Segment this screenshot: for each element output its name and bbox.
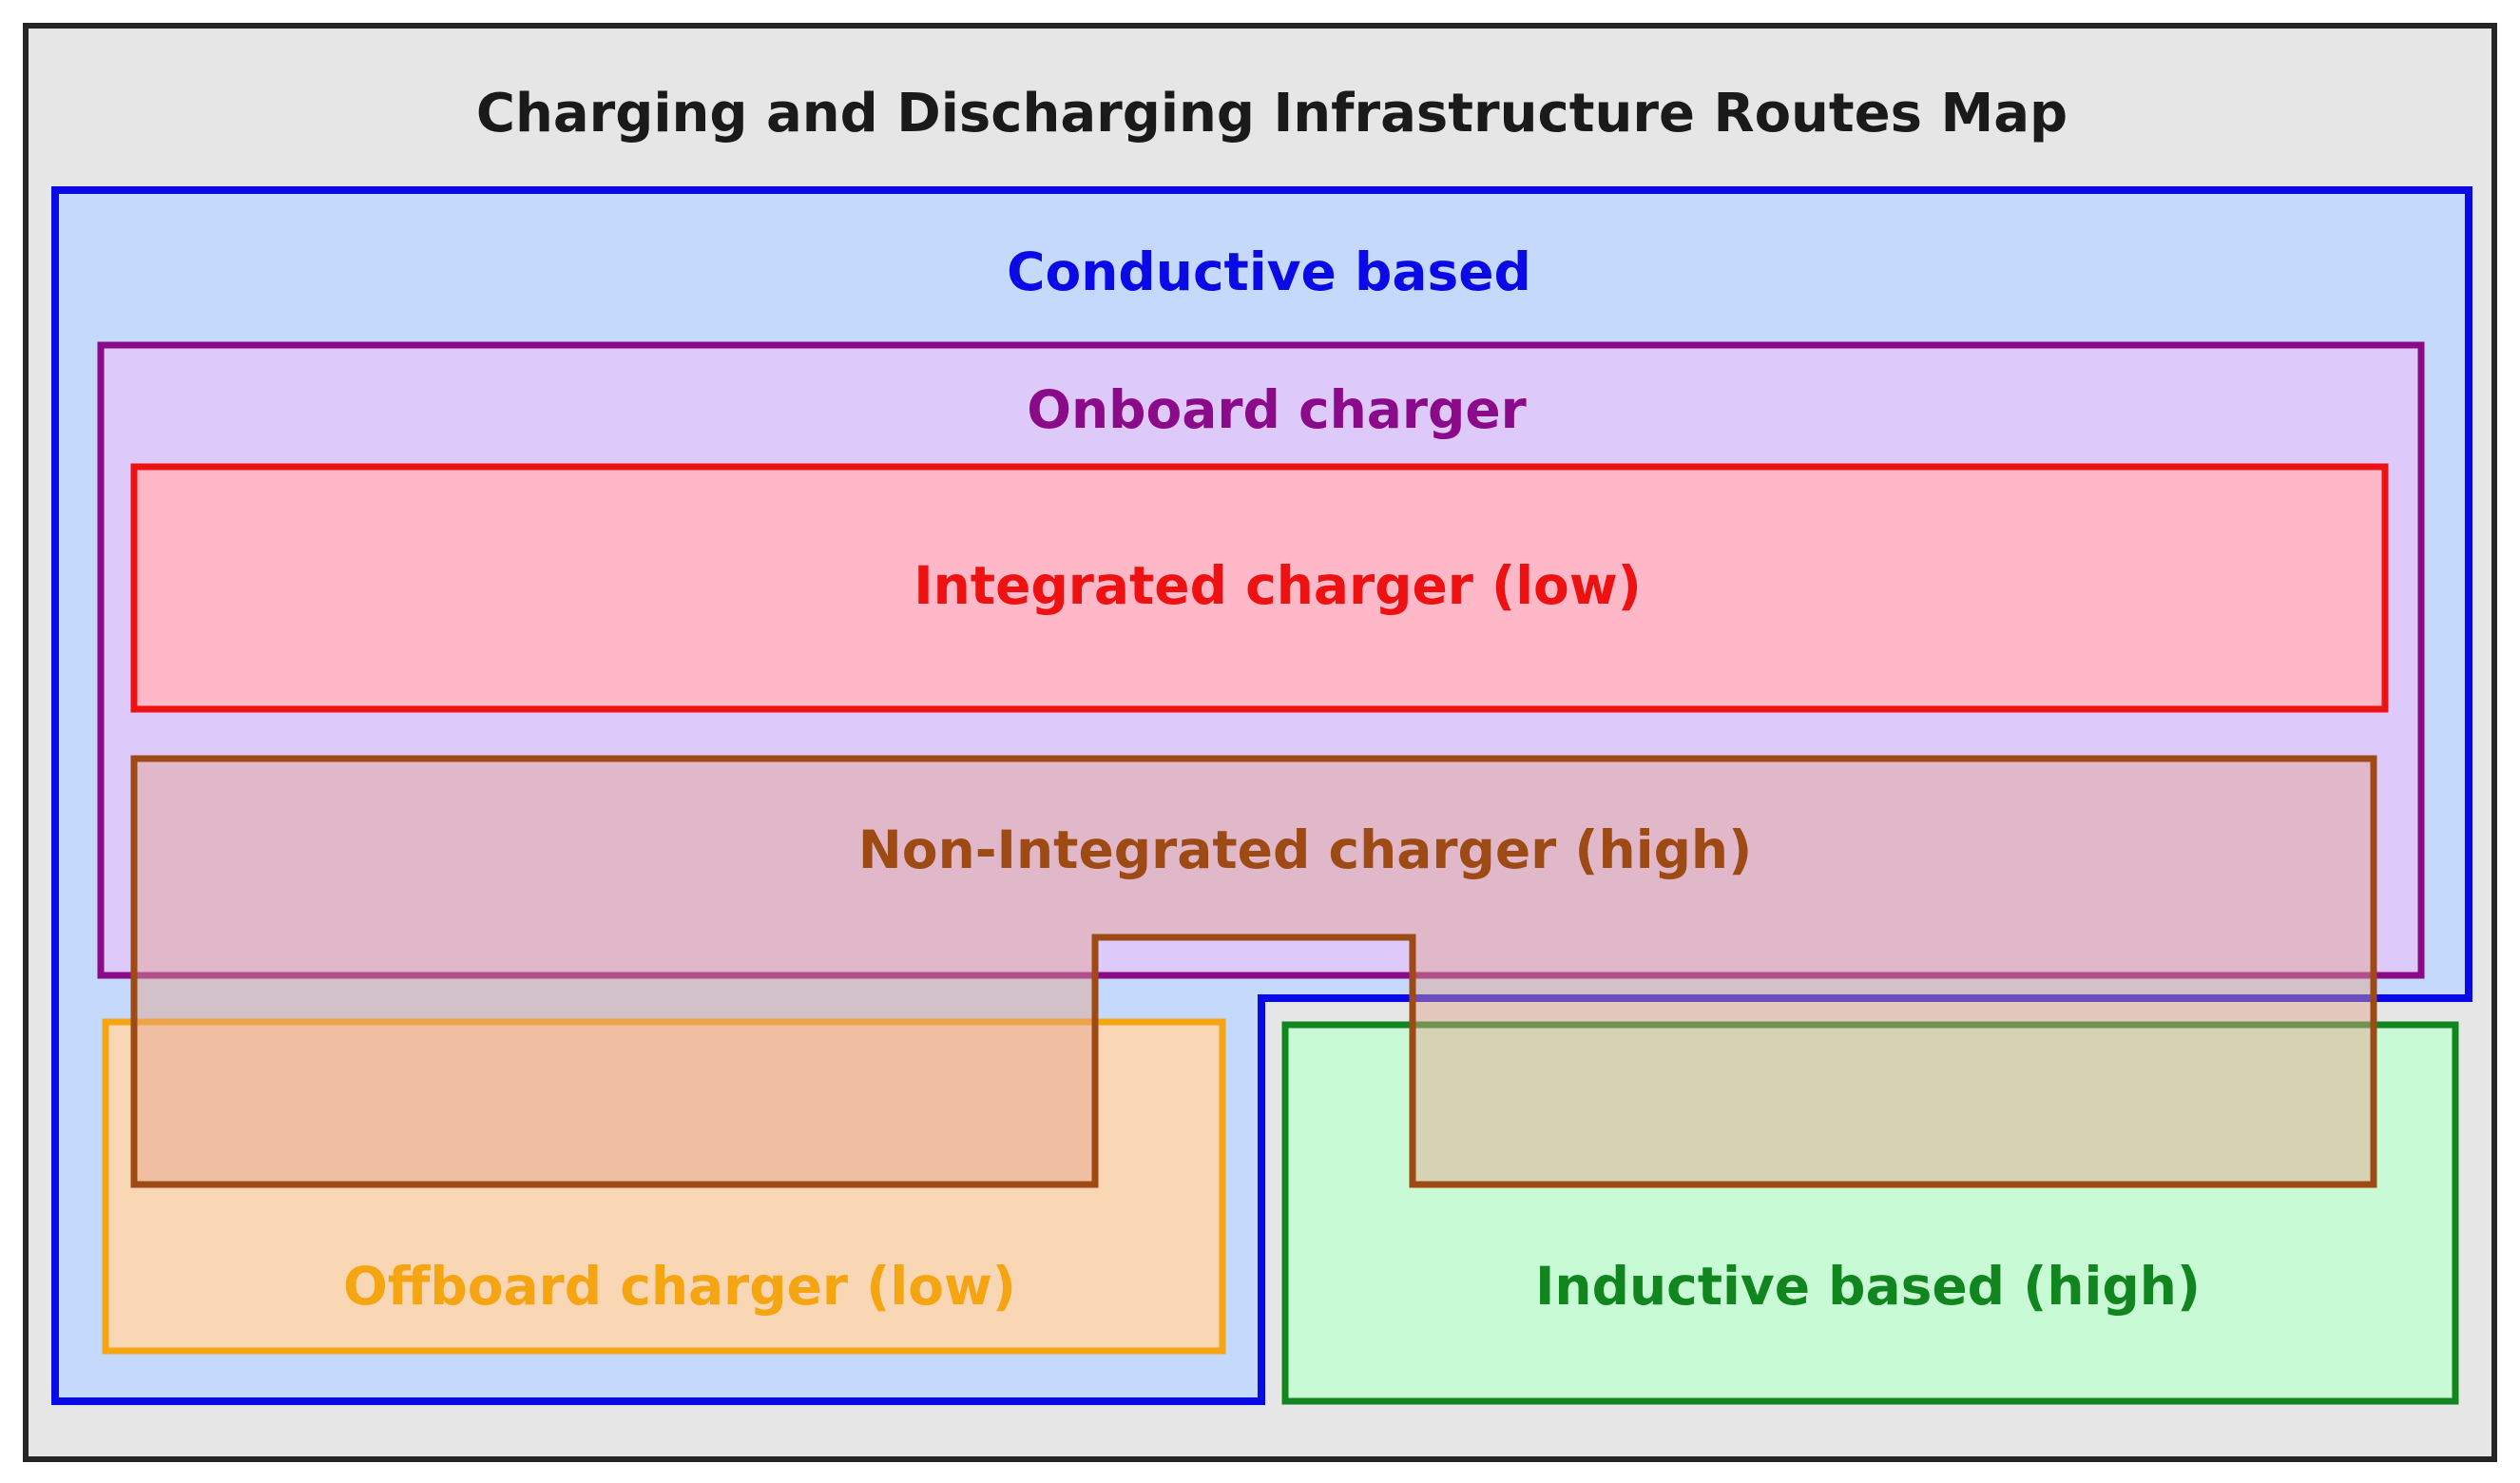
non-integrated-label: Non-Integrated charger (high) — [858, 819, 1752, 880]
onboard-label: Onboard charger — [1027, 379, 1527, 440]
conductive-label: Conductive based — [1007, 241, 1531, 302]
map-title: Charging and Discharging Infrastructure … — [476, 83, 2068, 144]
offboard-label: Offboard charger (low) — [343, 1256, 1016, 1317]
inductive-label: Inductive based (high) — [1535, 1256, 2201, 1317]
integrated-label: Integrated charger (low) — [914, 555, 1642, 616]
non-integrated-region — [130, 755, 2377, 1188]
integrated-region — [130, 463, 2389, 713]
inductive-region — [1281, 1021, 2459, 1405]
